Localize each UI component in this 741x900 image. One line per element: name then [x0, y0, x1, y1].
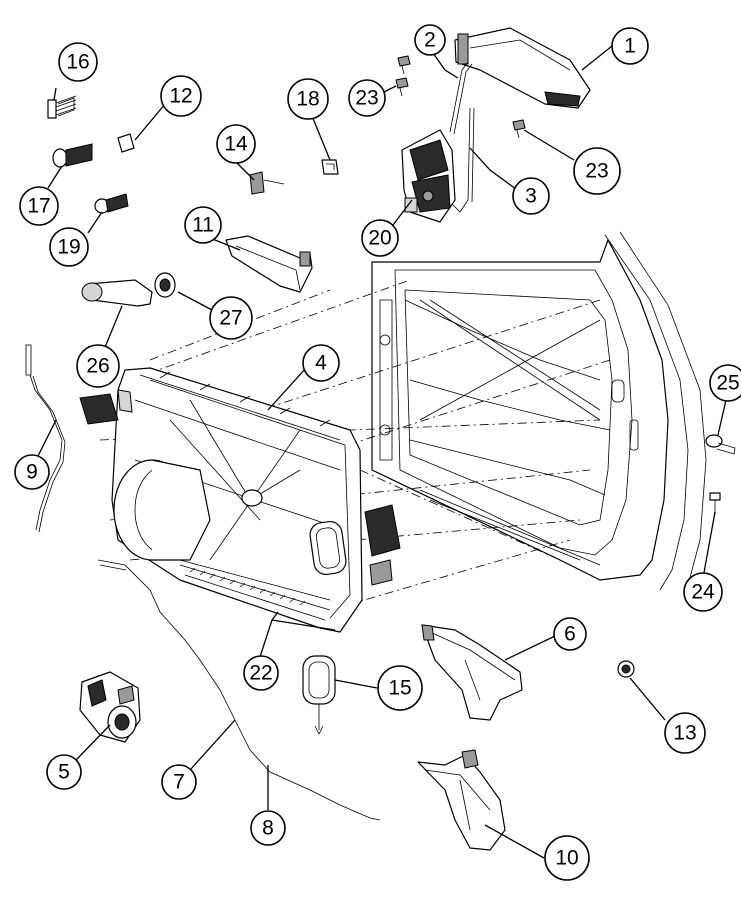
svg-text:23: 23 [355, 87, 378, 110]
leader-lines [35, 45, 727, 859]
screws-23 [395, 55, 526, 139]
callout-14: 14 [216, 124, 256, 164]
outside-handle [454, 27, 591, 109]
svg-text:4: 4 [315, 352, 327, 375]
svg-text:26: 26 [86, 355, 109, 378]
callout-16: 16 [58, 42, 98, 82]
callout-1: 1 [611, 27, 649, 65]
inside-handle-bezel [225, 235, 313, 293]
svg-text:8: 8 [262, 817, 274, 840]
callout-18: 18 [287, 78, 329, 120]
door-shell [371, 231, 707, 591]
svg-text:7: 7 [173, 771, 185, 794]
callout-10: 10 [544, 835, 590, 881]
fasteners-left [47, 95, 339, 214]
callout-26: 26 [76, 344, 120, 388]
svg-text:23: 23 [585, 160, 608, 183]
callout-5: 5 [46, 754, 82, 790]
long-rods [97, 559, 381, 821]
svg-text:19: 19 [57, 236, 80, 259]
link-cable-9 [25, 344, 66, 533]
svg-text:25: 25 [716, 372, 739, 395]
svg-text:6: 6 [564, 623, 576, 646]
svg-text:9: 9 [26, 461, 38, 484]
svg-text:2: 2 [424, 29, 436, 52]
callout-25: 25 [709, 364, 741, 402]
callout-12: 12 [160, 75, 202, 117]
callout-2: 2 [414, 24, 446, 56]
callout-23-top: 23 [348, 79, 386, 117]
svg-text:24: 24 [691, 581, 715, 604]
callout-4: 4 [302, 344, 340, 382]
svg-text:13: 13 [673, 722, 696, 745]
fasteners-right [617, 434, 736, 678]
svg-text:11: 11 [192, 214, 214, 237]
door-latch [401, 129, 456, 223]
door-module-panel [79, 367, 401, 633]
callout-19: 19 [49, 227, 89, 267]
callout-11: 11 [184, 206, 222, 244]
callout-9: 9 [14, 454, 50, 490]
callout-22: 22 [243, 655, 279, 691]
svg-text:20: 20 [368, 227, 391, 250]
svg-text:15: 15 [388, 677, 411, 700]
callout-8: 8 [250, 810, 286, 846]
window-motor [79, 671, 141, 743]
svg-text:16: 16 [66, 51, 89, 74]
callout-7: 7 [161, 764, 197, 800]
svg-text:27: 27 [219, 307, 242, 330]
callout-20: 20 [361, 219, 399, 257]
callout-13: 13 [664, 712, 706, 754]
callout-6: 6 [553, 617, 587, 651]
svg-text:17: 17 [27, 195, 50, 218]
pull-cup-and-grommet [81, 272, 176, 307]
svg-text:10: 10 [555, 847, 578, 870]
svg-text:12: 12 [169, 85, 192, 108]
callout-3: 3 [512, 177, 550, 215]
mounting-bracket-6 [421, 624, 523, 721]
svg-text:14: 14 [224, 133, 248, 156]
svg-text:5: 5 [58, 761, 70, 784]
svg-text:22: 22 [249, 662, 272, 685]
callout-27: 27 [209, 296, 253, 340]
callout-24: 24 [683, 572, 723, 612]
svg-text:1: 1 [624, 35, 636, 58]
mounting-bracket-10 [417, 749, 506, 851]
svg-text:3: 3 [525, 185, 537, 208]
callout-23-right: 23 [573, 147, 621, 195]
callout-17: 17 [19, 186, 59, 226]
access-hole-seal [302, 655, 336, 735]
handle-rods [449, 61, 475, 213]
callout-15: 15 [377, 665, 423, 711]
svg-text:18: 18 [296, 88, 319, 111]
